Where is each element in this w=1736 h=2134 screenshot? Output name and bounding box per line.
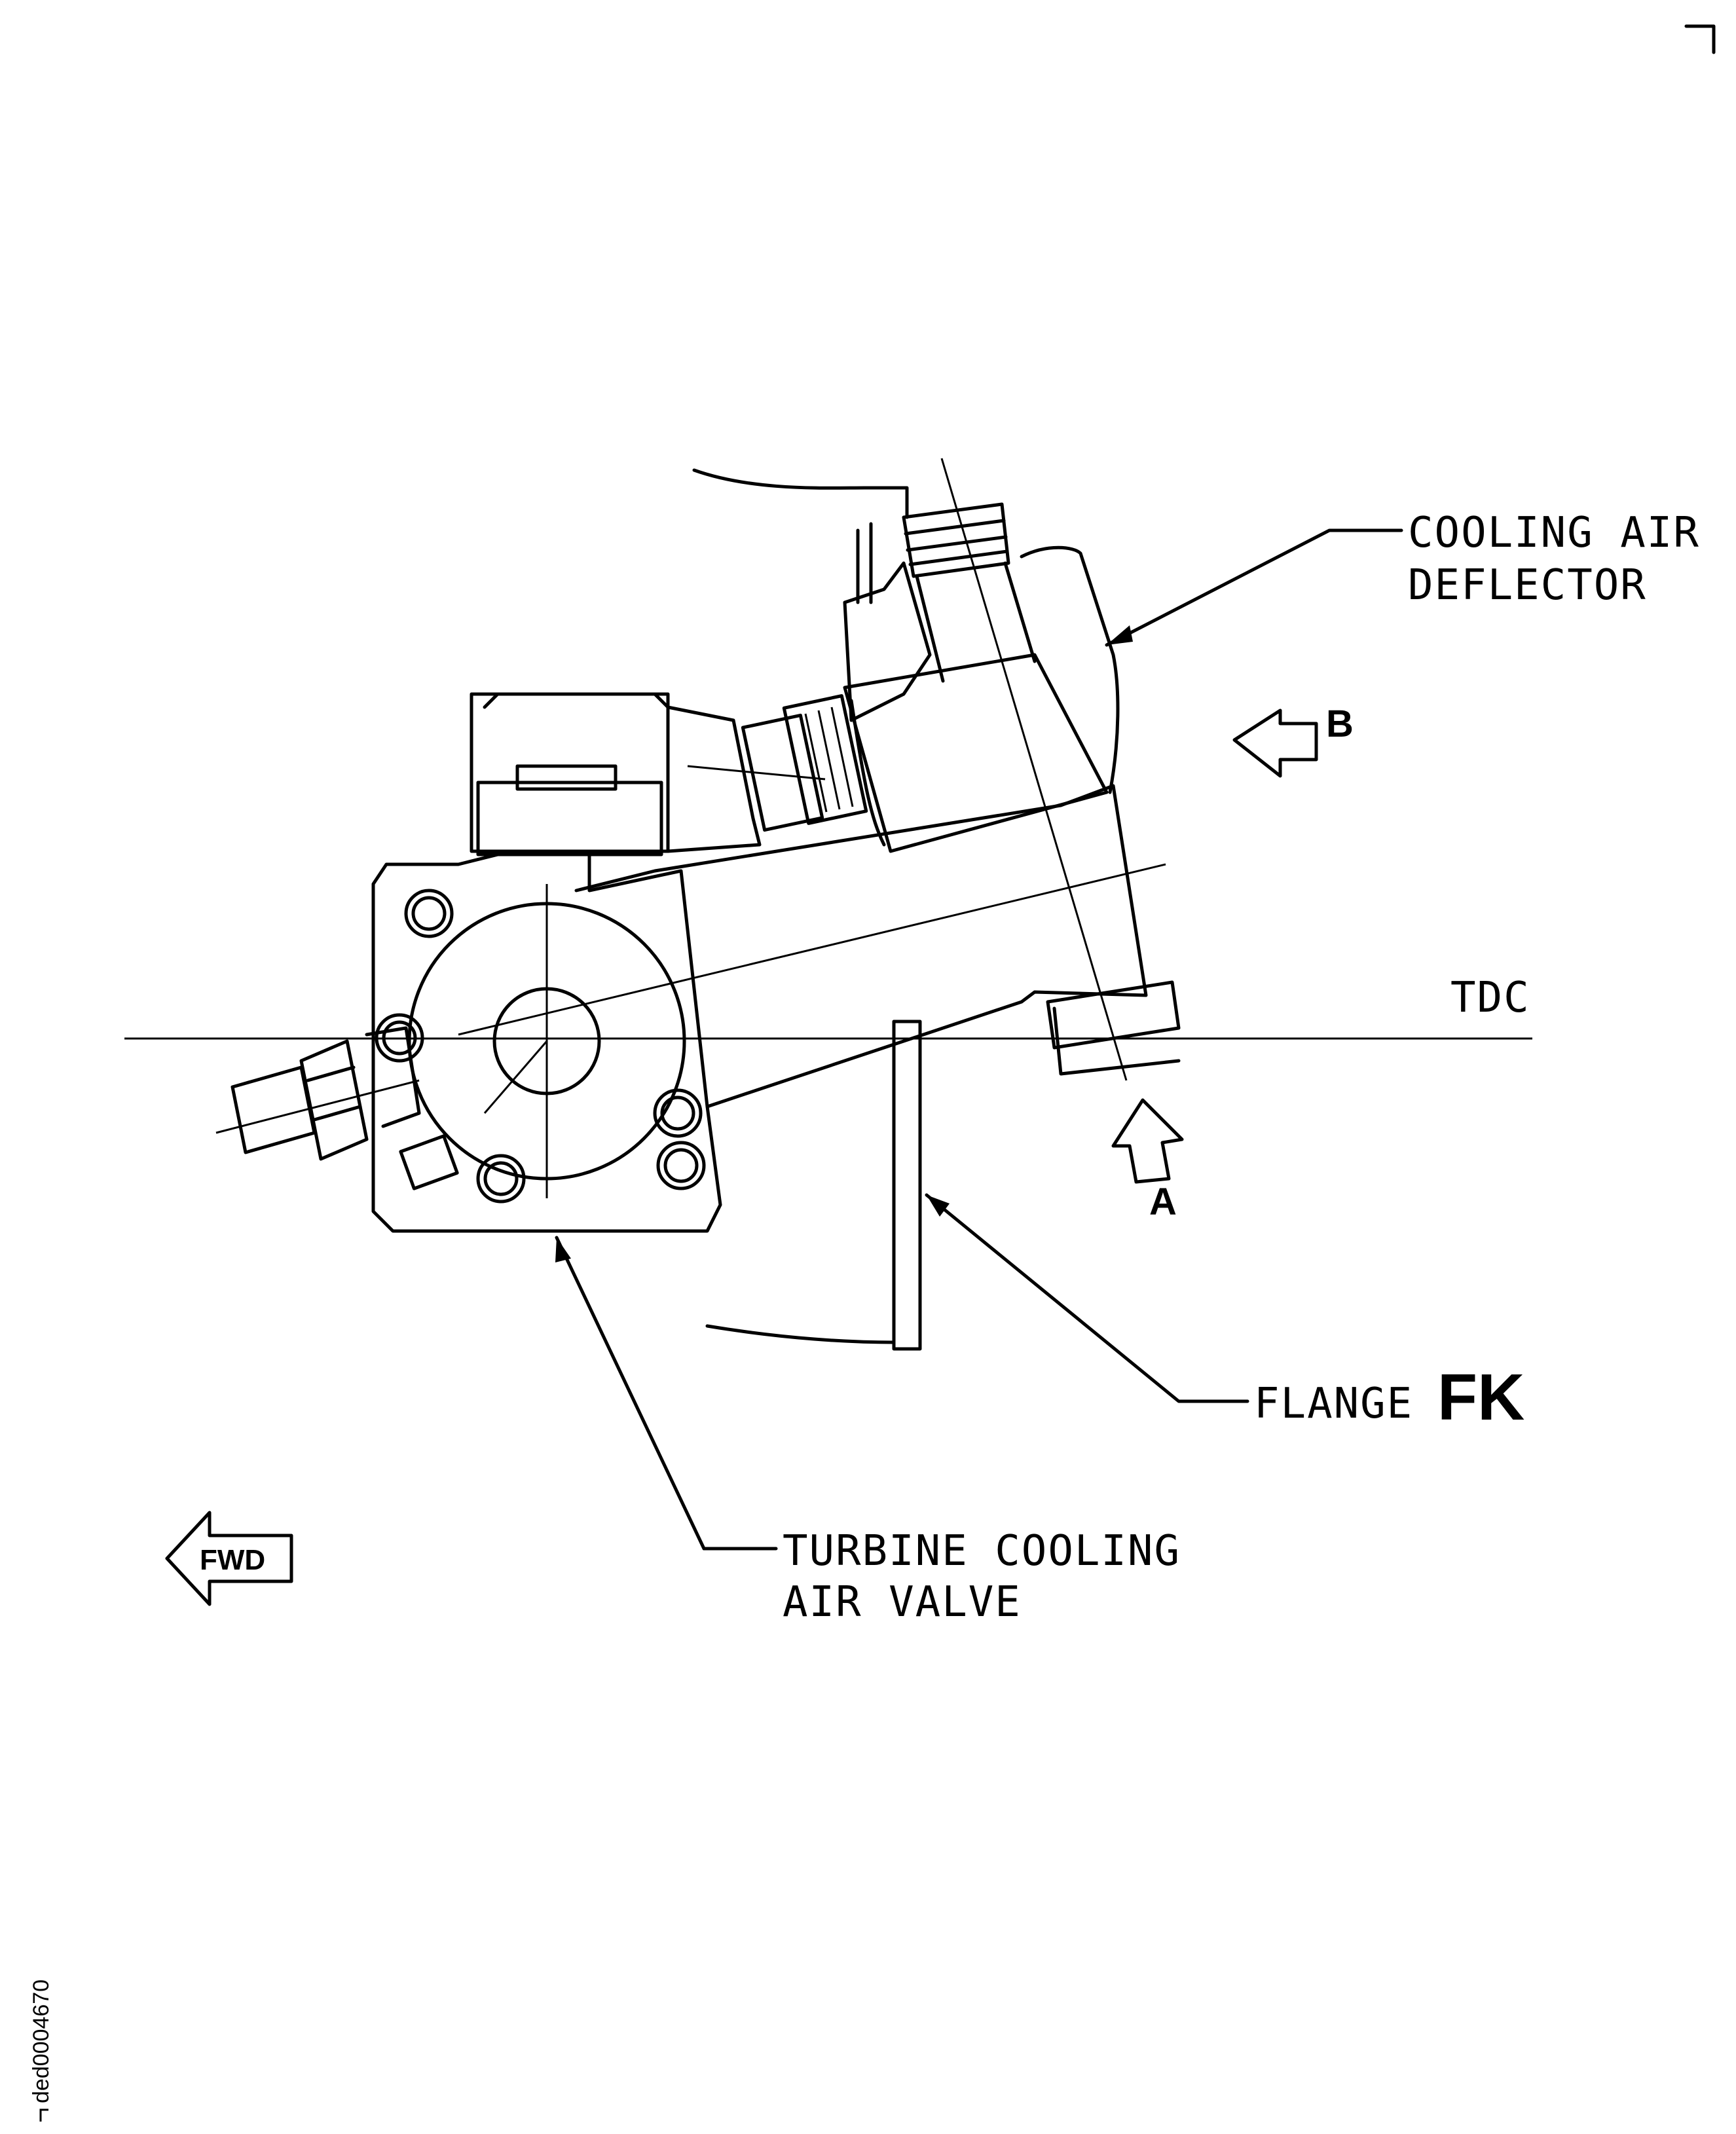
cooling-air-deflector <box>843 545 1120 794</box>
flange-bolts <box>375 889 706 1204</box>
duct-bellows <box>902 502 1037 683</box>
view-b-arrow: B <box>1232 703 1354 778</box>
callout-cooling-air-deflector: COOLING AIR DEFLECTOR <box>1105 509 1700 647</box>
solenoid-actuator <box>470 692 826 856</box>
view-a-arrow: A <box>1111 1098 1184 1223</box>
document-id: ded0004670 <box>29 1979 54 2122</box>
valve-outlet-arm <box>458 784 1181 1109</box>
callout-turbine-cooling-air-valve: TURBINE COOLING AIR VALVE <box>555 1236 1181 1627</box>
flange-label: FLANGE <box>1254 1380 1413 1428</box>
view-b-label: B <box>1326 703 1354 745</box>
turbine-valve-label-line1: TURBINE COOLING <box>783 1527 1181 1575</box>
sense-line-fitting <box>215 1026 421 1161</box>
cooling-air-deflector-label-line1: COOLING AIR <box>1408 509 1700 557</box>
fwd-label: FWD <box>200 1544 265 1576</box>
fwd-arrow: FWD <box>165 1511 293 1606</box>
corner-crop-mark <box>1684 24 1716 54</box>
flange-id-label: FK <box>1437 1361 1524 1434</box>
view-a-label: A <box>1149 1181 1177 1223</box>
flange-fk <box>705 1020 922 1351</box>
tdc-label: TDC <box>1450 974 1530 1022</box>
engine-case-upper-contour <box>692 458 1128 1081</box>
document-id-text: ded0004670 <box>29 1979 54 2103</box>
callout-flange-fk: FLANGE FK <box>925 1193 1524 1434</box>
cooling-air-deflector-label-line2: DEFLECTOR <box>1408 561 1647 610</box>
turbine-valve-label-line2: AIR VALVE <box>783 1578 1022 1627</box>
electrical-connector <box>741 653 1109 853</box>
